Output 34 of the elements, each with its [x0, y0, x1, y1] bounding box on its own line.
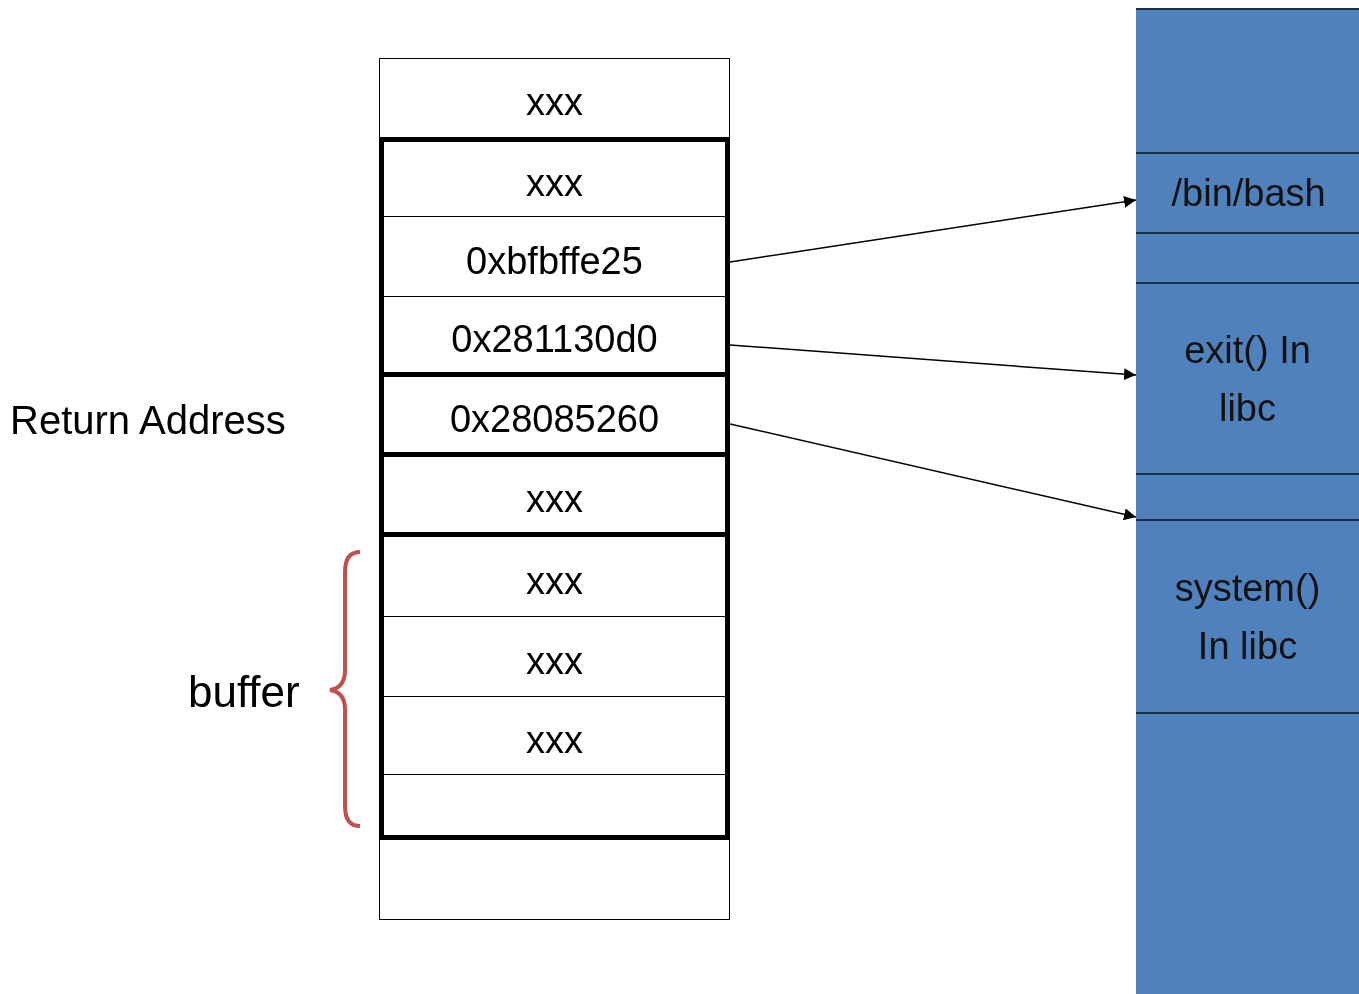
cell-value: xxx	[526, 558, 583, 604]
cell-value: 0x28085260	[449, 396, 660, 442]
segment-label: exit() In libc	[1183, 327, 1312, 431]
stack-cell	[379, 537, 730, 617]
arrow	[729, 344, 1137, 381]
memory-segment	[1136, 712, 1359, 994]
stack-cell	[379, 217, 730, 297]
stack-cell	[379, 377, 730, 457]
memory-segment	[1136, 152, 1359, 232]
stack-cell	[379, 297, 730, 377]
cell-value: xxx	[526, 161, 583, 206]
memory-segment	[1136, 473, 1359, 519]
stack-cell	[379, 137, 730, 217]
segment-label: /bin/bash	[1171, 171, 1324, 216]
stack-cell	[379, 457, 730, 537]
cell-value: xxx	[526, 476, 583, 522]
stack-cell	[379, 58, 730, 137]
memory-segment	[1136, 282, 1359, 473]
cell-value: xxx	[526, 638, 583, 684]
stack-cell	[379, 617, 730, 697]
cell-value: xxx	[526, 80, 583, 125]
stack-cell	[379, 775, 730, 840]
stack-cell	[379, 697, 730, 775]
side-label: buffer	[188, 666, 300, 718]
side-label: Return Address	[10, 397, 286, 444]
arrow	[729, 195, 1137, 263]
memory-segment	[1136, 519, 1359, 712]
cell-value: xxx	[526, 717, 583, 763]
arrow	[729, 423, 1137, 521]
cell-value: 0xbfbffe25	[466, 238, 643, 284]
memory-segment	[1136, 232, 1359, 282]
cell-value: 0x281130d0	[451, 316, 658, 362]
segment-label: system() In libc	[1173, 565, 1322, 669]
stack-cell	[379, 840, 730, 920]
